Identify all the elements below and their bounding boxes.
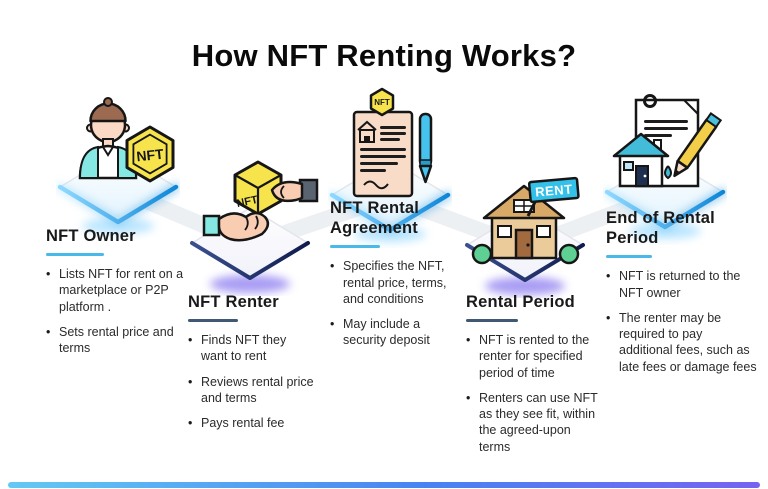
step-heading: NFT Rental Agreement (330, 199, 420, 238)
step-heading-underline (188, 319, 238, 323)
bullet-item: May include a security deposit (330, 316, 462, 349)
step-bullet-list: NFT is rented to the renter for specifie… (466, 332, 602, 455)
house-with-rent-sign-icon: RENT (471, 176, 580, 265)
step-heading: Rental Period (466, 293, 575, 311)
step-2-text-block: NFT Renter Finds NFT they want to rent R… (188, 292, 314, 440)
step-heading: NFT Owner (46, 227, 136, 245)
returned-document-house-pencil-icon (612, 94, 722, 188)
nft-owner-person-icon: NFT (78, 97, 175, 183)
step-heading-underline (606, 255, 652, 259)
nft-hex-text: NFT (374, 98, 390, 107)
bullet-item: NFT is returned to the NFT owner (606, 268, 758, 301)
step-heading: End of Rental Period (606, 209, 715, 248)
bullet-item: Reviews rental price and terms (188, 374, 314, 407)
nft-cube-text: NFT (235, 194, 259, 210)
bullet-item: Specifies the NFT, rental price, terms, … (330, 258, 462, 307)
step-heading-underline (466, 319, 518, 323)
step-5-text-block: End of Rental Period NFT is returned to … (606, 208, 758, 384)
bullet-item: Pays rental fee (188, 415, 314, 432)
step-heading-underline (330, 245, 380, 249)
step-3-text-block: NFT Rental Agreement Specifies the NFT, … (330, 198, 462, 358)
nft-rental-agreement-document-icon: NFT (352, 87, 433, 198)
step-heading: NFT Renter (188, 293, 279, 311)
footer-accent-bar (8, 482, 760, 488)
step-bullet-list: NFT is returned to the NFT owner The ren… (606, 268, 758, 375)
nft-badge-text: NFT (136, 146, 165, 165)
step-heading-underline (46, 253, 104, 257)
bullet-item: Lists NFT for rent on a marketplace or P… (46, 266, 196, 315)
step-bullet-list: Finds NFT they want to rent Reviews rent… (188, 332, 314, 432)
step-4-text-block: Rental Period NFT is rented to the rente… (466, 292, 602, 464)
page-title: How NFT Renting Works? (191, 38, 577, 73)
rent-sign-text: RENT (535, 181, 574, 199)
bullet-item: Finds NFT they want to rent (188, 332, 314, 365)
bullet-item: Sets rental price and terms (46, 324, 196, 357)
bullet-item: Renters can use NFT as they see fit, wit… (466, 390, 602, 455)
bullet-item: NFT is rented to the renter for specifie… (466, 332, 602, 381)
step-1-text-block: NFT Owner Lists NFT for rent on a market… (46, 226, 196, 365)
bullet-item: The renter may be required to pay additi… (606, 310, 758, 375)
step-bullet-list: Specifies the NFT, rental price, terms, … (330, 258, 462, 348)
hands-exchanging-nft-icon: NFT (202, 160, 319, 242)
step-bullet-list: Lists NFT for rent on a marketplace or P… (46, 266, 196, 356)
